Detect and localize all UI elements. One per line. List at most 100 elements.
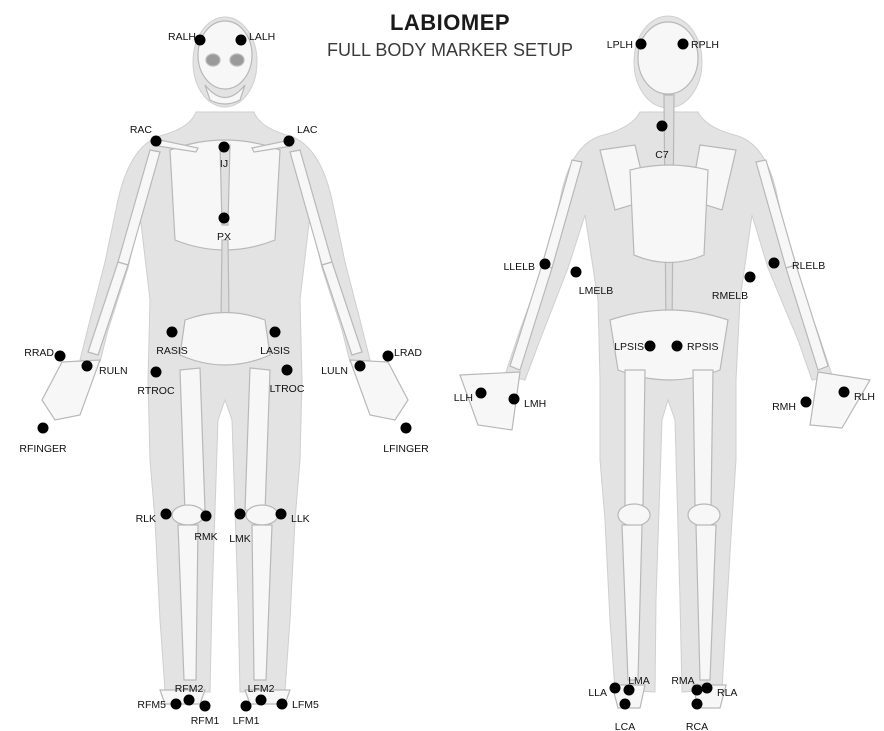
marker-label: LFM1 (233, 715, 260, 727)
marker-lfm5: LFM5 (277, 699, 320, 712)
marker-label: RMH (772, 401, 796, 413)
marker-dot (276, 509, 287, 520)
marker-label: IJ (220, 158, 228, 170)
marker-dot (620, 699, 631, 710)
back-figure (460, 16, 870, 708)
marker-dot (282, 365, 293, 376)
marker-dot (38, 423, 49, 434)
marker-lrad: LRAD (383, 347, 423, 362)
marker-dot (571, 267, 582, 278)
marker-rmh: RMH (772, 397, 811, 414)
marker-dot (195, 35, 206, 46)
marker-label: C7 (655, 149, 669, 161)
marker-label: LPLH (607, 39, 633, 51)
marker-label: RTROC (137, 385, 175, 397)
marker-dot (636, 39, 647, 50)
marker-dot (702, 683, 713, 694)
marker-label: LULN (321, 365, 348, 377)
marker-label: LCA (615, 721, 635, 731)
marker-rac: RAC (130, 124, 162, 147)
marker-rfm5: RFM5 (137, 699, 181, 712)
marker-dot (151, 367, 162, 378)
marker-dot (241, 701, 252, 712)
marker-dot (476, 388, 487, 399)
marker-dot (657, 121, 668, 132)
marker-label: RULN (99, 365, 128, 377)
marker-dot (839, 387, 850, 398)
marker-dot (801, 397, 812, 408)
marker-dot (151, 136, 162, 147)
marker-label: RCA (686, 721, 708, 731)
marker-dot (678, 39, 689, 50)
marker-label: LMELB (579, 285, 613, 297)
marker-label: RMA (671, 675, 694, 687)
front-figure (42, 17, 408, 704)
marker-label: LLH (454, 392, 473, 404)
marker-label: LTROC (270, 383, 305, 395)
marker-dot (55, 351, 66, 362)
marker-dot (355, 361, 366, 372)
marker-label: RLELB (792, 260, 825, 272)
marker-label: RFM2 (175, 683, 204, 695)
marker-label: LMK (229, 533, 251, 545)
marker-dot (769, 258, 780, 269)
marker-label: RFM1 (191, 715, 220, 727)
marker-label: RFINGER (19, 443, 67, 455)
marker-label: RRAD (24, 347, 54, 359)
marker-dot (219, 142, 230, 153)
marker-label: LMH (524, 398, 546, 410)
marker-label: LLELB (503, 261, 535, 273)
marker-label: LRAD (394, 347, 422, 359)
marker-dot (645, 341, 656, 352)
marker-label: LAC (297, 124, 318, 136)
marker-rfinger: RFINGER (19, 423, 67, 456)
marker-rpsis: RPSIS (672, 341, 719, 354)
marker-label: LFM2 (248, 683, 275, 695)
marker-label: RPSIS (687, 341, 719, 353)
marker-label: RPLH (691, 39, 719, 51)
marker-label: LMA (628, 675, 650, 687)
marker-label: RLK (136, 513, 156, 525)
marker-dot (219, 213, 230, 224)
marker-dot (610, 683, 621, 694)
marker-dot (161, 509, 172, 520)
marker-label: RMK (194, 531, 217, 543)
marker-dot (284, 136, 295, 147)
marker-rrad: RRAD (24, 347, 65, 362)
marker-label: LASIS (260, 345, 290, 357)
marker-lfinger: LFINGER (383, 423, 429, 456)
marker-dot (277, 699, 288, 710)
marker-dot (745, 272, 756, 283)
marker-dot (236, 35, 247, 46)
marker-dot (256, 695, 267, 706)
marker-label: RALH (168, 31, 196, 43)
marker-dot (200, 701, 211, 712)
marker-lplh: LPLH (607, 39, 647, 52)
marker-lpsis: LPSIS (614, 341, 655, 354)
marker-dot (184, 695, 195, 706)
marker-dot (401, 423, 412, 434)
marker-label: LPSIS (614, 341, 644, 353)
marker-dot (82, 361, 93, 372)
marker-dot (167, 327, 178, 338)
marker-dot (509, 394, 520, 405)
marker-label: RLA (717, 687, 737, 699)
marker-label: RMELB (712, 290, 748, 302)
marker-rplh: RPLH (678, 39, 720, 52)
marker-dot (171, 699, 182, 710)
marker-label: LLA (588, 687, 607, 699)
marker-dot (270, 327, 281, 338)
marker-label: RLH (854, 391, 875, 403)
marker-label: LFINGER (383, 443, 429, 455)
marker-label: RFM5 (137, 699, 166, 711)
marker-label: RAC (130, 124, 153, 136)
marker-label: PX (217, 231, 231, 243)
marker-dot (383, 351, 394, 362)
marker-label: LLK (291, 513, 310, 525)
marker-label: RASIS (156, 345, 188, 357)
marker-dot (540, 259, 551, 270)
marker-dot (692, 699, 703, 710)
marker-dot (235, 509, 246, 520)
